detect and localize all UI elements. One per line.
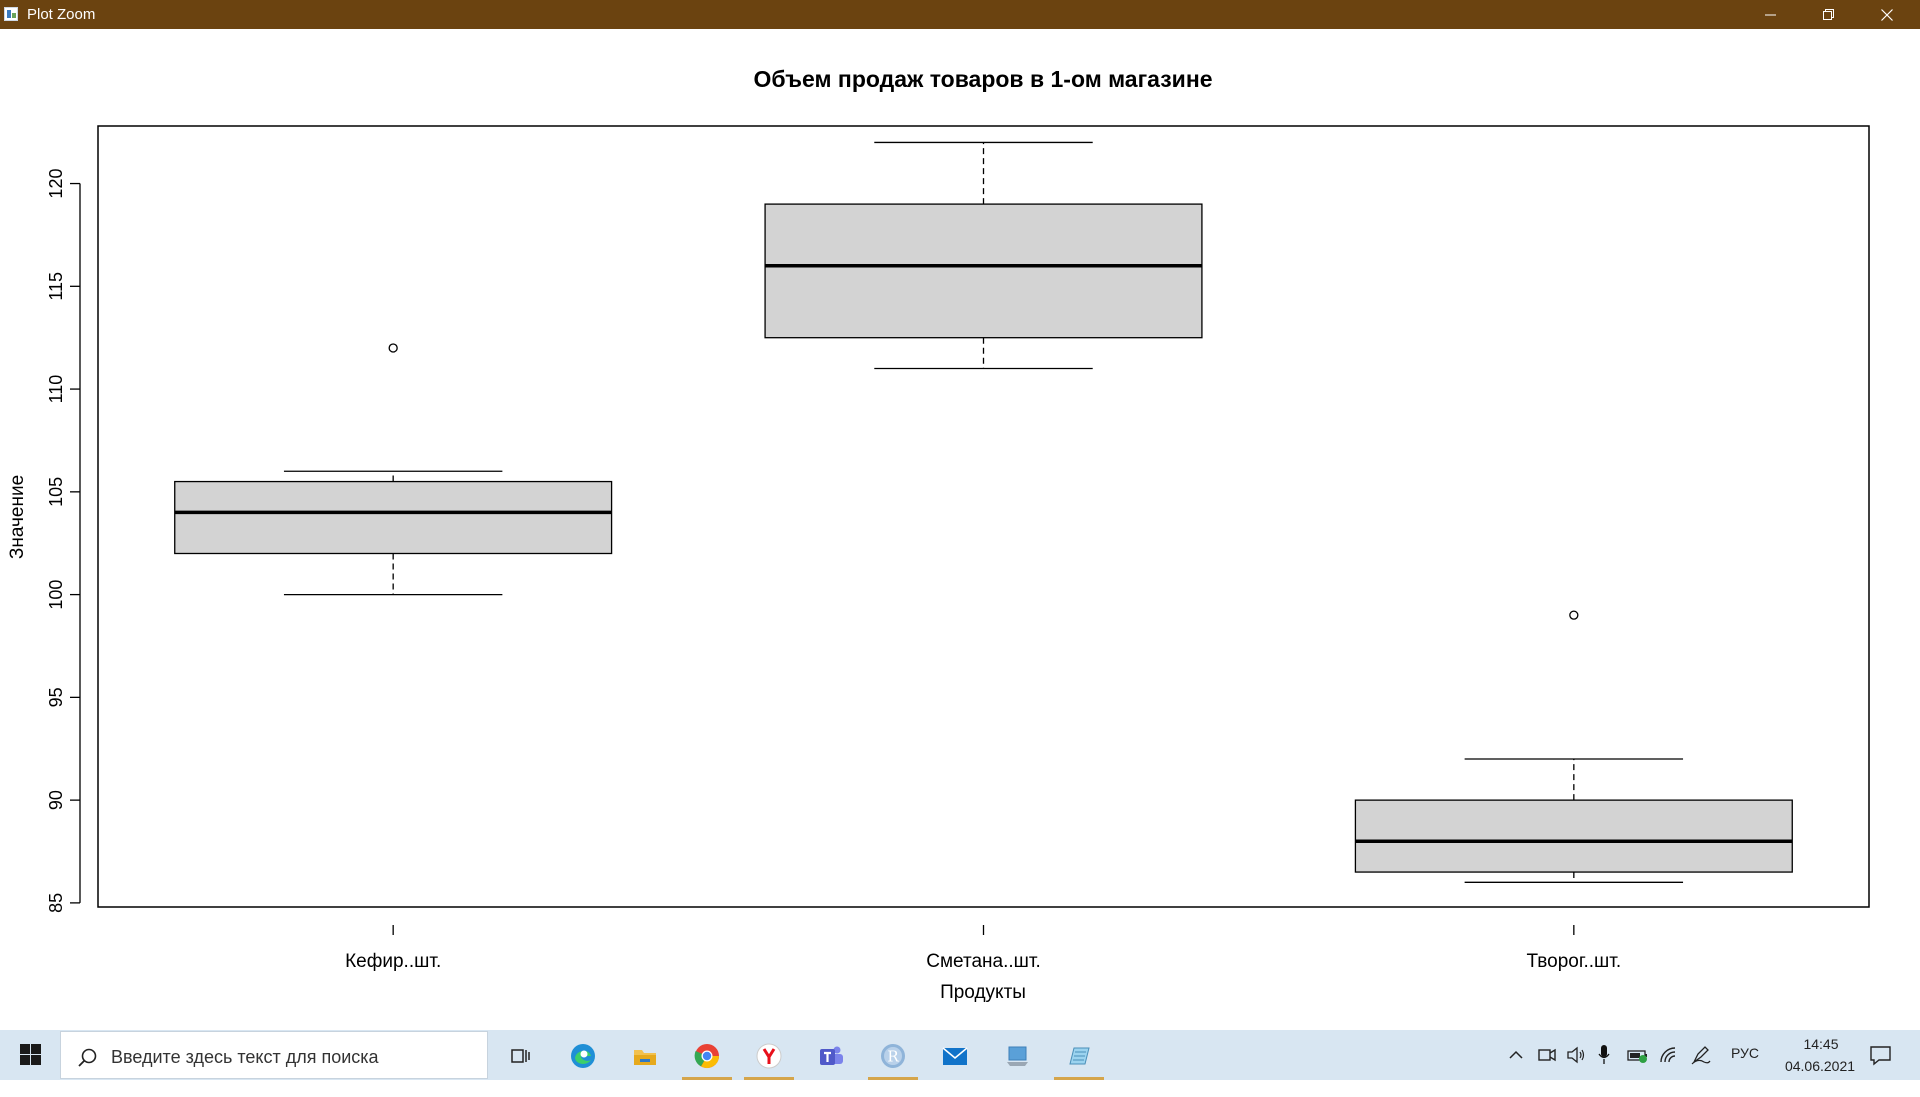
- iqr-box: [1354, 799, 1793, 873]
- pen-workspace-icon[interactable]: [1690, 1044, 1712, 1094]
- x-tick-label: Кефир..шт.: [345, 951, 441, 972]
- box-1: [174, 343, 613, 596]
- plot-window-icon: [4, 7, 18, 21]
- input-language-indicator[interactable]: РУС: [1731, 1045, 1760, 1061]
- iqr-box: [174, 480, 613, 555]
- boxes-layer: [174, 141, 1793, 883]
- r-active-indicator: [868, 1077, 918, 1080]
- microphone-icon[interactable]: [1597, 1044, 1611, 1094]
- teams-icon: [820, 1046, 843, 1065]
- y-axis: 85 90 95 100 105 110 115 120: [46, 169, 81, 913]
- volume-icon[interactable]: [1566, 1045, 1586, 1095]
- x-tick-label: Творог..шт.: [1527, 951, 1622, 972]
- minimize-icon: [1765, 14, 1776, 16]
- svg-text:R: R: [887, 1048, 899, 1066]
- taskbar-search-input[interactable]: Введите здесь текст для поиска: [60, 1031, 488, 1079]
- y-tick-label: 105: [46, 477, 66, 507]
- edge-icon: [571, 1044, 595, 1068]
- file-explorer-button[interactable]: [614, 1030, 676, 1080]
- window-titlebar: Plot Zoom: [0, 0, 1920, 29]
- y-tick-label: 90: [46, 790, 66, 810]
- notifications-icon[interactable]: [1869, 1044, 1893, 1094]
- file-explorer-icon: [634, 1050, 656, 1065]
- chrome-icon: [694, 1044, 719, 1069]
- search-placeholder: Введите здесь текст для поиска: [111, 1047, 379, 1067]
- search-icon: [78, 1048, 97, 1067]
- notepad-active-indicator: [1054, 1077, 1104, 1080]
- chrome-active-indicator: [682, 1077, 732, 1080]
- restore-button[interactable]: [1800, 0, 1858, 29]
- x-tick-label: Сметана..шт.: [926, 951, 1041, 972]
- y-tick-label: 120: [46, 169, 66, 199]
- chart-title: Объем продаж товаров в 1-ом магазине: [753, 66, 1212, 92]
- mail-icon: [942, 1047, 968, 1065]
- close-button[interactable]: [1858, 0, 1916, 29]
- battery-icon[interactable]: [1627, 1046, 1649, 1096]
- notepad-icon: [1069, 1047, 1090, 1065]
- y-tick-label: 85: [46, 893, 66, 913]
- r-icon: R: [881, 1044, 905, 1068]
- notepad-button[interactable]: [1048, 1030, 1110, 1080]
- show-hidden-icons-icon[interactable]: [1507, 1047, 1525, 1097]
- y-tick-label: 100: [46, 580, 66, 610]
- close-icon: [1881, 9, 1893, 21]
- clock-date[interactable]: 04.06.2021: [1784, 1058, 1856, 1074]
- windows-logo-icon: [20, 1044, 41, 1065]
- yandex-active-indicator: [744, 1077, 794, 1080]
- task-view-button[interactable]: [489, 1030, 551, 1080]
- plot-frame: [97, 125, 1870, 908]
- yandex-browser-button[interactable]: [738, 1030, 800, 1080]
- start-button[interactable]: [0, 1030, 60, 1080]
- edge-button[interactable]: [552, 1030, 614, 1080]
- x-axis: Кефир..шт. Сметана..шт. Творог..шт.: [345, 925, 1621, 972]
- task-view-icon: [511, 1049, 530, 1063]
- y-tick-label: 110: [46, 375, 66, 404]
- box-2: [764, 141, 1203, 370]
- chrome-button[interactable]: [676, 1030, 738, 1080]
- x-axis-label: Продукты: [940, 982, 1026, 1003]
- computer-icon: [1007, 1046, 1028, 1066]
- y-tick-label: 95: [46, 687, 66, 707]
- boxplot-chart: Объем продаж товаров в 1-ом магазине 85 9…: [7, 66, 1870, 1003]
- minimize-button[interactable]: [1742, 0, 1800, 29]
- yandex-browser-icon: [756, 1043, 782, 1069]
- iqr-box: [764, 203, 1203, 339]
- outlier-point: [388, 343, 398, 353]
- y-tick-label: 115: [46, 272, 66, 301]
- wifi-icon[interactable]: [1658, 1045, 1680, 1095]
- clock-time[interactable]: 14:45: [1803, 1036, 1839, 1052]
- restore-icon: [1823, 9, 1834, 20]
- outlier-point: [1569, 610, 1579, 620]
- teams-button[interactable]: [800, 1030, 862, 1080]
- taskbar: Введите здесь текст для поиска: [0, 1030, 1920, 1080]
- box-3: [1354, 610, 1793, 883]
- mail-button[interactable]: [924, 1030, 986, 1080]
- meet-now-icon[interactable]: [1537, 1045, 1557, 1095]
- r-button[interactable]: R: [862, 1030, 924, 1080]
- window-title: Plot Zoom: [27, 6, 96, 23]
- computer-button[interactable]: [986, 1030, 1048, 1080]
- y-axis-label: Значение: [7, 475, 28, 559]
